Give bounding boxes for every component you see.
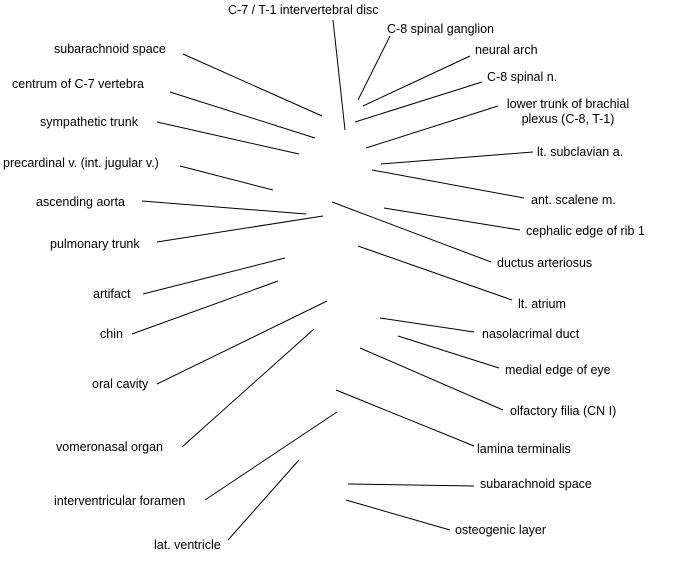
leader-centrum	[169, 91, 316, 139]
label-precardinal: precardinal v. (int. jugular v.)	[3, 156, 159, 170]
label-pulmonary: pulmonary trunk	[50, 237, 140, 251]
label-subclavian: lt. subclavian a.	[537, 145, 624, 159]
leader-medial-eye	[397, 335, 500, 369]
label-atrium: lt. atrium	[518, 297, 566, 311]
label-olfactory: olfactory filia (CN I)	[510, 404, 617, 418]
leader-lower-trunk	[365, 105, 499, 149]
leader-chin	[131, 280, 279, 335]
leader-sympathetic	[156, 121, 300, 155]
label-ductus: ductus arteriosus	[497, 256, 593, 270]
leader-artifact	[142, 257, 286, 295]
leader-scalene	[371, 169, 525, 199]
leader-nasolacrimal	[379, 317, 475, 333]
leader-rib1	[383, 207, 521, 231]
label-centrum: centrum of C-7 vertebra	[12, 77, 144, 91]
label-subarachnoid-right: subarachnoid space	[480, 477, 592, 491]
label-sympathetic: sympathetic trunk	[40, 115, 138, 129]
label-aorta: ascending aorta	[36, 195, 125, 209]
leader-aorta	[141, 200, 307, 215]
label-lower-trunk: lower trunk of brachial plexus (C-8, T-1…	[506, 97, 630, 126]
leader-lat-ventricle	[227, 459, 300, 541]
leader-c8-nerve	[354, 81, 483, 123]
label-lat-ventricle: lat. ventricle	[154, 538, 221, 552]
leader-pulmonary	[156, 215, 324, 243]
leader-neural-arch	[362, 55, 471, 107]
label-medial-eye: medial edge of eye	[505, 363, 611, 377]
leader-subarachnoid-left	[182, 53, 323, 117]
label-neural-arch: neural arch	[475, 43, 538, 57]
label-rib1: cephalic edge of rib 1	[526, 224, 645, 238]
label-c7-t1-disc: C-7 / T-1 intervertebral disc	[228, 3, 379, 17]
leader-osteogenic	[345, 499, 451, 531]
leader-interventricular	[204, 411, 338, 501]
leader-precardinal	[179, 165, 274, 191]
label-chin: chin	[100, 327, 123, 341]
leader-c7-t1-disc	[332, 19, 346, 131]
leader-atrium	[357, 245, 513, 301]
leader-vomeronasal	[181, 328, 315, 448]
label-c8-ganglion: C-8 spinal ganglion	[387, 22, 495, 36]
label-artifact: artifact	[93, 287, 131, 301]
label-osteogenic: osteogenic layer	[455, 523, 547, 537]
leader-lamina	[335, 389, 475, 447]
leader-olfactory	[359, 347, 504, 411]
leader-ductus	[331, 201, 492, 263]
leader-c8-ganglion	[357, 35, 391, 101]
label-oral: oral cavity	[92, 377, 149, 391]
label-c8-nerve: C-8 spinal n.	[487, 70, 558, 84]
leader-subarachnoid-right	[347, 483, 475, 487]
label-subarachnoid-left: subarachnoid space	[54, 42, 166, 56]
label-scalene: ant. scalene m.	[531, 193, 616, 207]
label-nasolacrimal: nasolacrimal duct	[482, 327, 580, 341]
leader-oral	[156, 300, 328, 385]
label-interventricular: interventricular foramen	[54, 494, 186, 508]
leader-subclavian	[380, 151, 534, 165]
label-vomeronasal: vomeronasal organ	[56, 440, 164, 454]
label-lamina: lamina terminalis	[477, 442, 571, 456]
